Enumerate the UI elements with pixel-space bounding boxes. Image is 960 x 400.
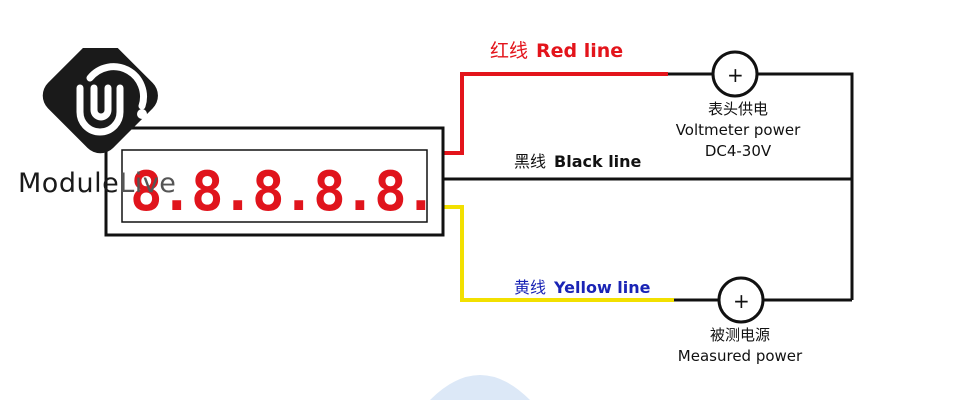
brand-name-module: Module bbox=[18, 168, 120, 199]
black-line-label: 黑线 Black line bbox=[514, 148, 641, 172]
black-wire-power bbox=[668, 72, 854, 300]
brand-name-live: Live bbox=[119, 168, 177, 199]
measured-source-symbol: + bbox=[717, 276, 765, 324]
background-shape bbox=[430, 375, 530, 400]
measured-power-en: Measured power bbox=[677, 347, 803, 365]
voltmeter-power-en: Voltmeter power bbox=[675, 121, 801, 139]
module-live-logo-icon bbox=[42, 48, 158, 154]
led-display-digits: 8.8.8.8.8. bbox=[130, 160, 435, 223]
voltmeter-power-range: DC4-30V bbox=[704, 142, 772, 160]
red-line-label-en: Red line bbox=[536, 40, 624, 62]
measured-plus-sign: + bbox=[733, 289, 750, 313]
power-source-symbol: + bbox=[711, 50, 759, 98]
yellow-line-label-en: Yellow line bbox=[554, 278, 651, 297]
power-plus-sign: + bbox=[727, 63, 744, 87]
black-line-label-cn: 黑线 bbox=[514, 152, 547, 171]
red-line-label-cn: 红线 bbox=[490, 40, 529, 62]
red-wire bbox=[443, 72, 668, 155]
red-line-label: 红线 Red line bbox=[490, 36, 623, 63]
brand-name: ModuleLive bbox=[18, 168, 176, 199]
measured-power-cn: 被测电源 bbox=[709, 326, 770, 344]
voltmeter-power-note: 表头供电 Voltmeter power DC4-30V bbox=[658, 99, 818, 162]
voltmeter-module: 8.8.8.8.8. bbox=[104, 126, 445, 237]
measured-power-note: 被测电源 Measured power bbox=[660, 325, 820, 367]
voltmeter-power-cn: 表头供电 bbox=[707, 100, 768, 118]
black-line-label-en: Black line bbox=[554, 152, 642, 171]
yellow-line-label-cn: 黄线 bbox=[514, 278, 547, 297]
yellow-line-label: 黄线 Yellow line bbox=[514, 274, 651, 298]
yellow-wire bbox=[443, 205, 674, 302]
